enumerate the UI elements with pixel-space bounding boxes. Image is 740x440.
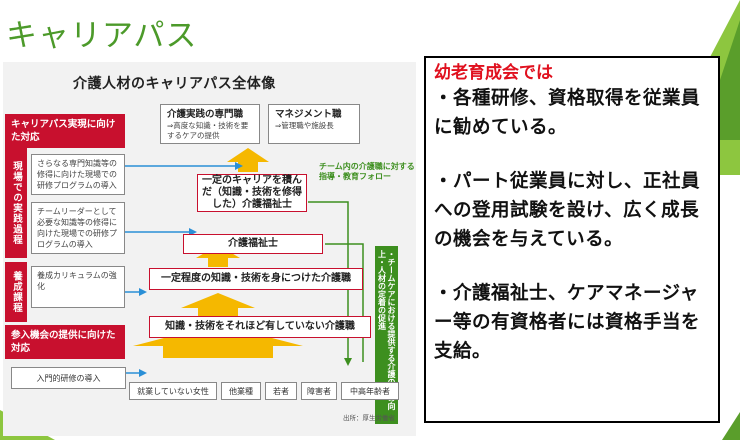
yellow-arrow-2 (181, 293, 255, 316)
yellow-arrow-4 (227, 148, 269, 172)
career-path-heading: キャリアパス実現に向けた対応 (5, 114, 125, 148)
green-bracket-2 (325, 243, 364, 362)
management-box: マネジメント職 ⇒管理職や施設長 (268, 104, 360, 144)
blue-arrow-head-4 (139, 369, 147, 377)
stage-experienced-care-worker: 一定のキャリアを積んだ（知識・技術を修得した）介護福祉士 (197, 174, 307, 212)
training-course-label: 養成課程 (5, 262, 27, 322)
management-sub: ⇒管理職や施設長 (275, 121, 334, 130)
diagram-title: 介護人材のキャリアパス全体像 (73, 76, 276, 92)
yellow-arrow-1 (133, 324, 303, 358)
specialist-title: 介護実践の専門職 (167, 109, 244, 120)
stage-skilled-care-worker: 一定程度の知識・技術を身につけた介護職 (149, 268, 363, 290)
yellow-arrow-3 (196, 245, 240, 267)
specialist-sub: ⇒高度な知識・技術を要するケアの提供 (167, 121, 249, 140)
specialist-box: 介護実践の専門職 ⇒高度な知識・技術を要するケアの提供 (160, 104, 260, 144)
spacer (434, 254, 710, 279)
training-note-1: さらなる専門知識等の修得に向けた現場での研修プログラムの導入 (31, 154, 125, 195)
onsite-practice-label: 現場での実践過程 (5, 148, 27, 258)
policy-part-time: ・パート従業員に対し、正社員への登用試験を設け、広く成長の機会を与えている。 (434, 171, 701, 250)
team-care-vertical-note: ・チームケアにおける提供する介護の質の向上・人材の定着の促進 (375, 246, 398, 424)
blue-arrow-head-1 (235, 162, 243, 170)
entrant-other-industry: 他業種 (221, 382, 261, 400)
curriculum-note: 養成カリキュラムの強化 (31, 266, 125, 308)
training-note-2: チームリーダーとして必要な知識等の修得に向けた現場での研修プログラムの導入 (31, 202, 125, 254)
management-title: マネジメント職 (275, 109, 342, 120)
stage-entry-care-worker: 知識・技術をそれほど有していない介護職 (149, 316, 371, 338)
entrant-women: 就業していない女性 (129, 382, 217, 400)
blue-arrow-head-3 (139, 288, 147, 296)
intro-training-box: 入門的研修の導入 (11, 367, 126, 389)
corner-decoration-bottom-right (722, 412, 740, 440)
green-arrow-head (344, 358, 352, 366)
green-bracket (308, 201, 349, 362)
entry-opportunity-heading: 参入機会の提供に向けた対応 (5, 325, 125, 359)
policy-qualification-allowance: ・介護福祉士、ケアマネージャー等の有資格者には資格手当を支給。 (434, 283, 701, 362)
company-heading: 幼老育成会では (434, 63, 553, 83)
policy-training: ・各種研修、資格取得を従業員に勧めている。 (434, 88, 701, 138)
entrant-disabled: 障害者 (301, 382, 337, 400)
stage-certified-care-worker: 介護福祉士 (183, 234, 323, 254)
entrant-youth: 若者 (265, 382, 297, 400)
company-policy-box: 幼老育成会では ・各種研修、資格取得を従業員に勧めている。 ・パート従業員に対し… (424, 56, 720, 423)
spacer (434, 142, 710, 167)
career-path-diagram: 介護人材のキャリアパス全体像 キャリアパス実現に向けた対応 現場での実践過程 さ… (3, 62, 416, 436)
slide-title: キャリアパス (6, 18, 198, 54)
entrant-middle-aged: 中高年齢者 (341, 382, 399, 400)
team-guidance-note: チーム内の介護職に対する指導・教育フォロー (319, 162, 415, 181)
diagram-source: 出所：厚生労働省 (343, 414, 395, 422)
